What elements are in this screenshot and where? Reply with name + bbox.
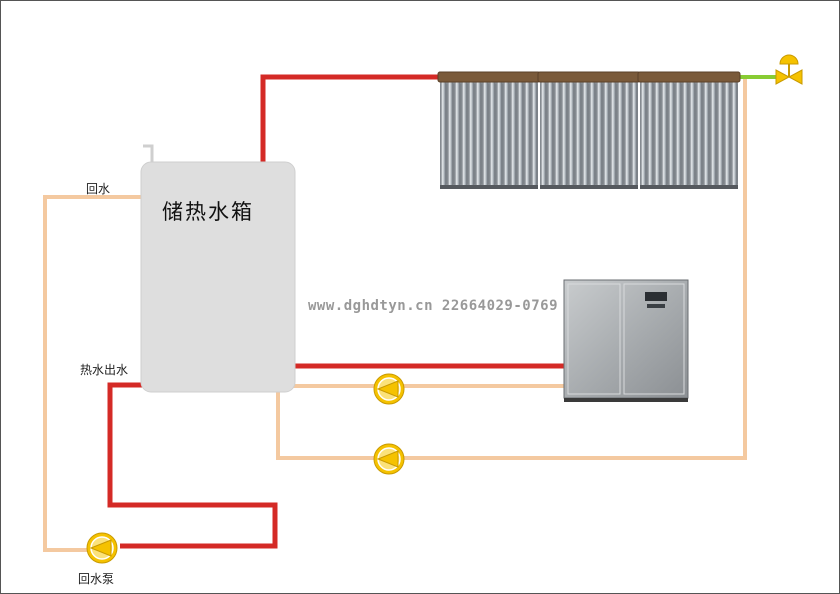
return-pump-label: 回水泵 (78, 572, 115, 586)
hot-water-out-pipe (107, 382, 278, 549)
heat-pump-unit (563, 279, 689, 402)
valve-icon (775, 54, 803, 85)
heatpump-circulation-pump-icon (373, 373, 405, 405)
solar-circulation-pump-icon (373, 443, 405, 475)
cold-pipes (43, 78, 747, 552)
tank-label: 储热水箱 (162, 200, 254, 224)
solar-panel-1 (437, 71, 541, 189)
return-water-label: 回水 (86, 182, 111, 196)
solar-panel-2 (537, 71, 641, 189)
solar-supply-pipe (260, 74, 438, 165)
solar-panel-3 (637, 71, 741, 189)
storage-tank (140, 144, 296, 393)
hot-water-out-label: 热水出水 (80, 363, 129, 377)
watermark-text: www.dghdtyn.cn 22664029-0769 (308, 298, 559, 314)
hot-pipes (107, 74, 565, 549)
return-pipe-left (43, 195, 141, 552)
solar-return-pipe (276, 78, 747, 460)
return-pump-icon (86, 532, 118, 564)
